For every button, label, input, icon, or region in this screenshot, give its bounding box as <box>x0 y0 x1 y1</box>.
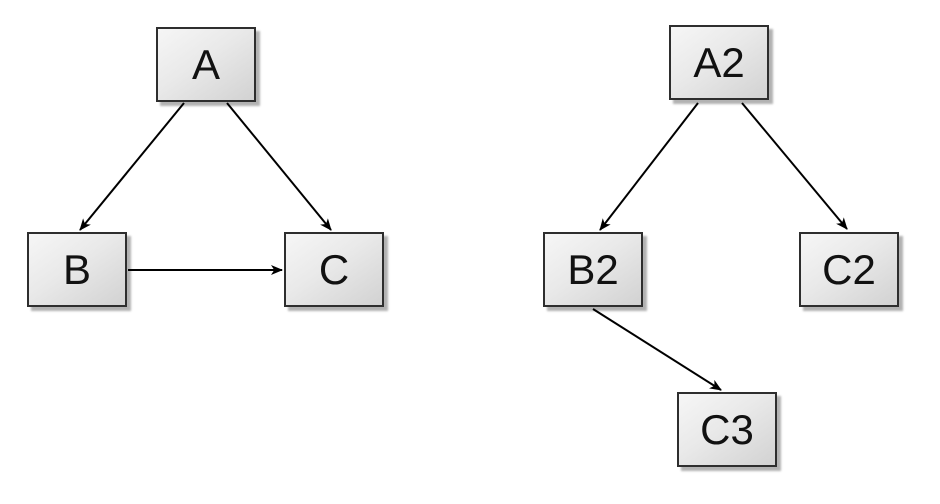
node-label: C3 <box>700 405 754 453</box>
edge-a2-c2 <box>741 102 848 230</box>
node-c[interactable]: C <box>284 232 384 307</box>
node-b[interactable]: B <box>27 232 127 307</box>
node-b2[interactable]: B2 <box>543 232 643 307</box>
node-label: B <box>62 245 91 293</box>
node-a2[interactable]: A2 <box>669 25 769 100</box>
node-label: A2 <box>693 38 745 86</box>
node-a[interactable]: A <box>156 27 256 102</box>
edge-b2-c3 <box>592 308 722 391</box>
edge-a2-b2 <box>599 102 699 231</box>
node-label: C2 <box>822 245 876 293</box>
node-label: C <box>318 245 350 293</box>
node-label: B2 <box>567 245 619 293</box>
edge-a-c <box>226 102 332 231</box>
node-c3[interactable]: C3 <box>677 392 777 467</box>
node-label: A <box>191 40 220 88</box>
node-c2[interactable]: C2 <box>799 232 899 307</box>
edge-a-b <box>79 102 185 231</box>
